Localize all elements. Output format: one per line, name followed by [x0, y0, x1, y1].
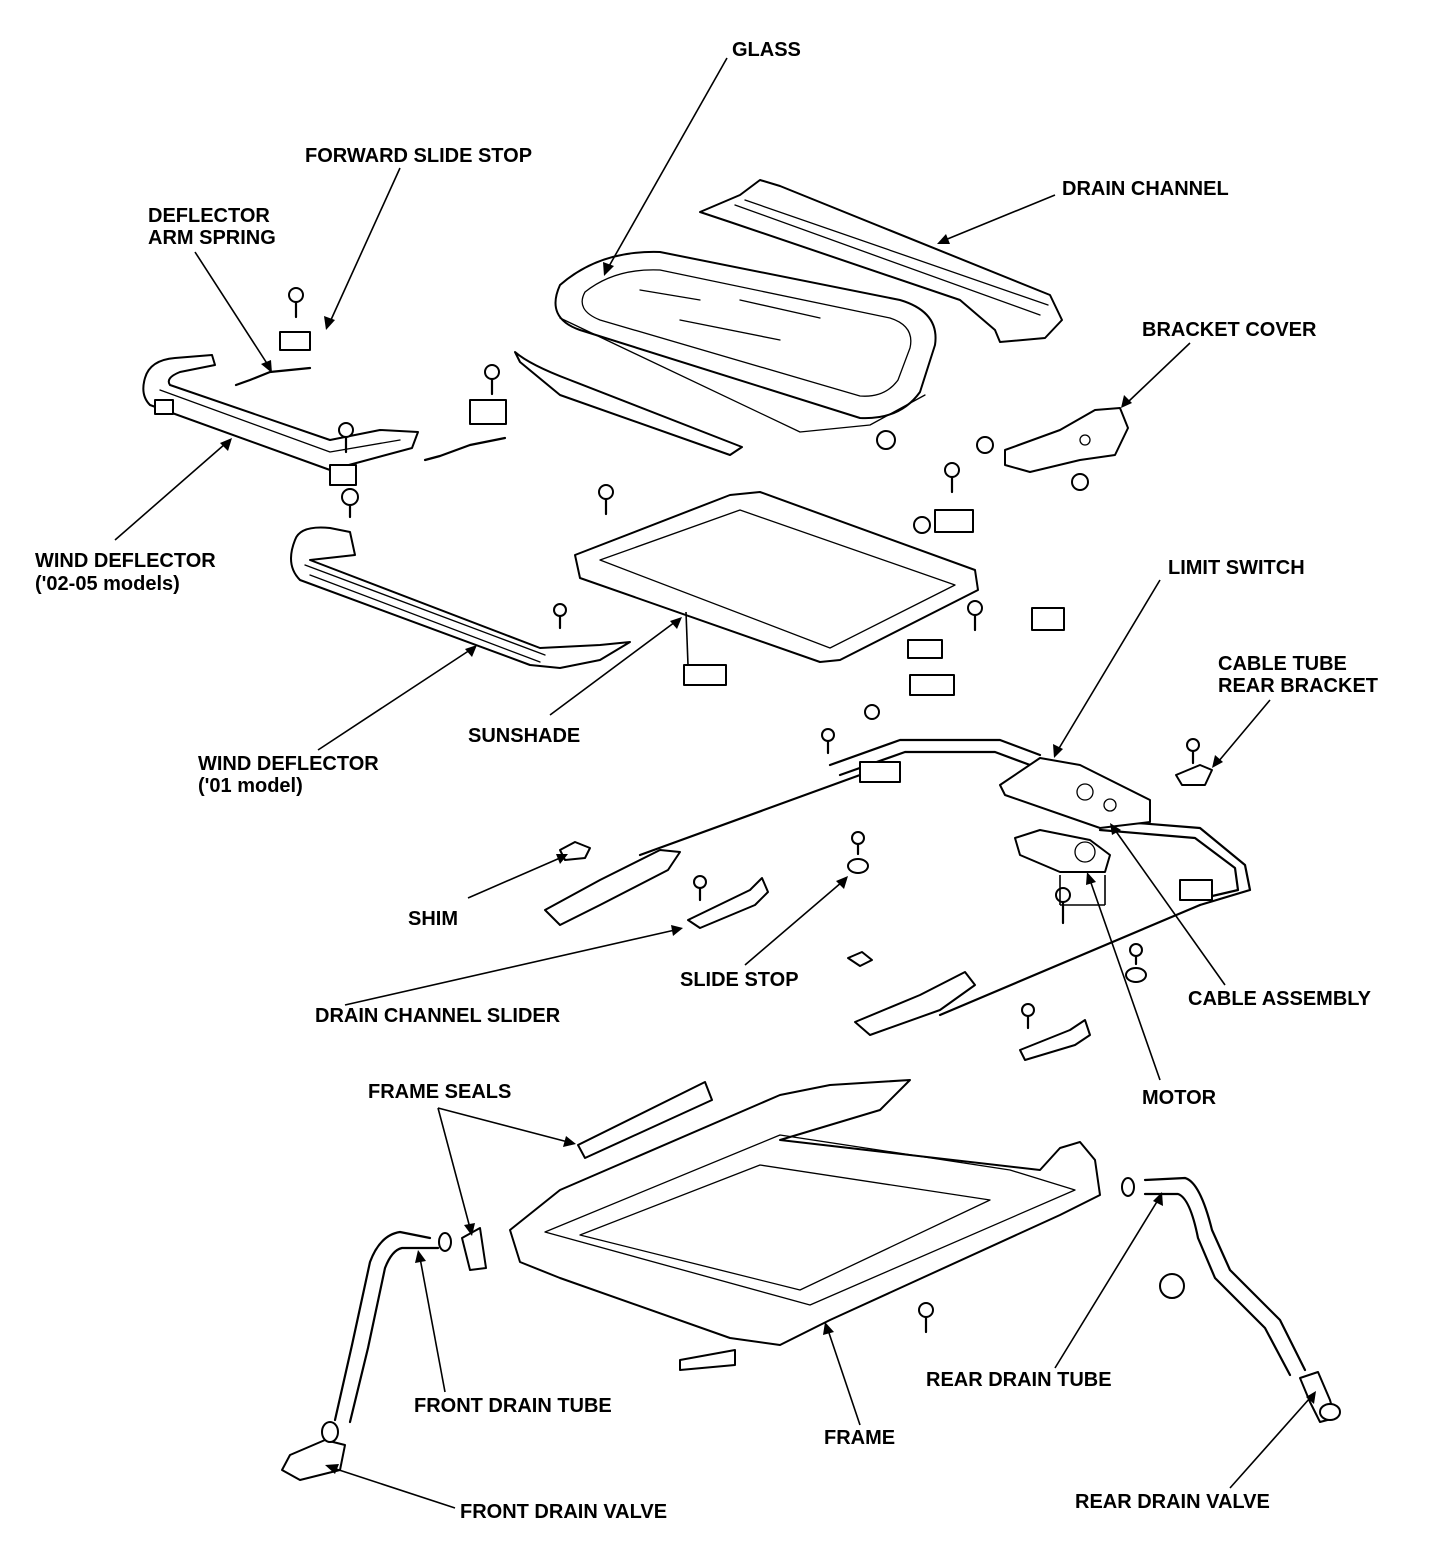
- label-frame-seals: FRAME SEALS: [368, 1081, 511, 1103]
- label-sunshade: SUNSHADE: [468, 725, 580, 747]
- label-frame: FRAME: [824, 1427, 895, 1449]
- fastener-group-upper: [234, 287, 1089, 696]
- sunshade-part: [574, 491, 979, 686]
- label-rear-drain-tube: REAR DRAIN TUBE: [926, 1369, 1112, 1391]
- label-front-drain-valve: FRONT DRAIN VALVE: [460, 1501, 667, 1523]
- front-drain-tube-part: [333, 1230, 452, 1424]
- label-cable-assembly: CABLE ASSEMBLY: [1188, 988, 1372, 1010]
- frame-seals-part: [461, 1081, 713, 1271]
- label-bracket-cover: BRACKET COVER: [1142, 319, 1317, 341]
- frame-part: [509, 1079, 1185, 1371]
- label-glass: GLASS: [732, 39, 801, 61]
- glass-part: [554, 250, 937, 433]
- label-drain-channel-slider: DRAIN CHANNEL SLIDER: [315, 1005, 561, 1027]
- cable-assembly-part: [638, 738, 1252, 1017]
- label-slide-stop: SLIDE STOP: [680, 969, 799, 991]
- drain-channel-slider-part: [544, 704, 1091, 1061]
- leader-lines: [114, 57, 1316, 1509]
- label-drain-channel: DRAIN CHANNEL: [1062, 178, 1229, 200]
- label-cable-tube-rear-bracket-line2: REAR BRACKET: [1218, 675, 1378, 697]
- label-wind-deflector-01-line1: WIND DEFLECTOR: [198, 753, 379, 775]
- glass-seal-strip: [514, 351, 743, 456]
- slide-stop-part: [847, 831, 1147, 983]
- label-wind-deflector-01-line2: ('01 model): [198, 775, 303, 797]
- rear-drain-tube-part: [1121, 1176, 1307, 1377]
- label-shim: SHIM: [408, 908, 458, 930]
- front-drain-valve-part: [281, 1421, 346, 1481]
- rear-drain-valve-part: [1299, 1371, 1341, 1423]
- label-limit-switch: LIMIT SWITCH: [1168, 557, 1305, 579]
- bracket-cover-part: [1004, 407, 1129, 473]
- limit-switch-part: [999, 757, 1151, 829]
- label-motor: MOTOR: [1142, 1087, 1217, 1109]
- label-deflector-arm-spring-line1: DEFLECTOR: [148, 205, 270, 227]
- label-wind-deflector-0205-line2: ('02-05 models): [35, 573, 180, 595]
- label-wind-deflector-0205-line1: WIND DEFLECTOR: [35, 550, 216, 572]
- label-forward-slide-stop: FORWARD SLIDE STOP: [305, 145, 532, 167]
- part-labels: GLASS FORWARD SLIDE STOP DRAIN CHANNEL D…: [35, 39, 1378, 1523]
- label-cable-tube-rear-bracket-line1: CABLE TUBE: [1218, 653, 1347, 675]
- wind-deflector-0205-part: [142, 354, 419, 486]
- label-rear-drain-valve: REAR DRAIN VALVE: [1075, 1491, 1270, 1513]
- label-front-drain-tube: FRONT DRAIN TUBE: [414, 1395, 612, 1417]
- label-deflector-arm-spring-line2: ARM SPRING: [148, 227, 276, 249]
- drain-channel-part: [699, 179, 1063, 343]
- motor-part: [1014, 829, 1111, 925]
- wind-deflector-01-part: [290, 526, 631, 669]
- cable-tube-rear-bracket-part: [1175, 738, 1213, 786]
